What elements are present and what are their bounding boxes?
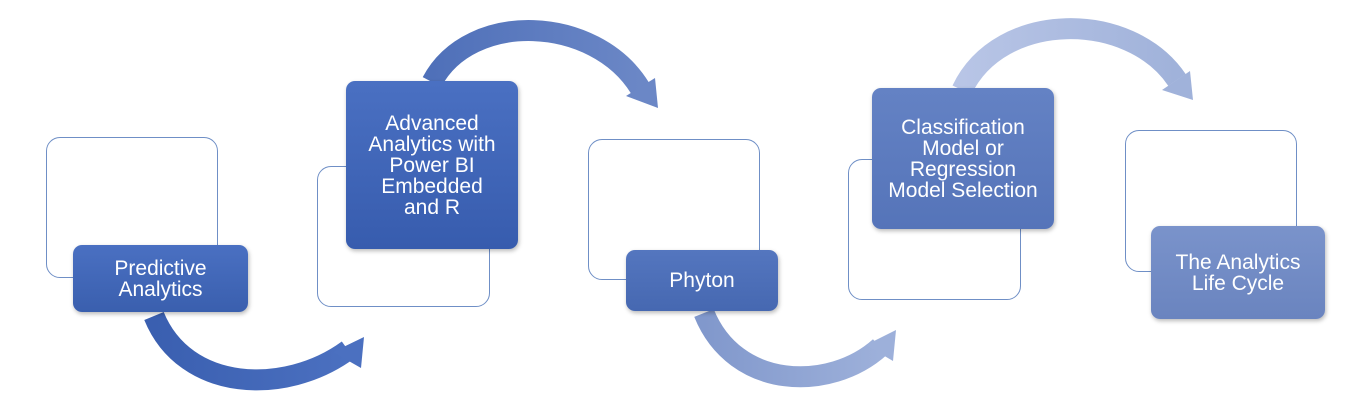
step-advanced-analytics: Advanced Analytics with Power BI Embedde… <box>346 81 518 249</box>
step-label: Predictive Analytics <box>114 256 207 301</box>
step-analytics-life-cycle: The Analytics Life Cycle <box>1151 226 1325 319</box>
step-phyton: Phyton <box>626 250 778 311</box>
arrow-2-icon <box>422 20 658 108</box>
step-label: Classification Model or Regression Model… <box>888 115 1038 202</box>
step-label: The Analytics Life Cycle <box>1175 250 1301 295</box>
step-label: Phyton <box>669 269 735 292</box>
step-predictive-analytics: Predictive Analytics <box>73 245 248 312</box>
step-model-selection: Classification Model or Regression Model… <box>872 88 1054 229</box>
arrow-4-icon <box>952 18 1193 100</box>
arrow-1-icon <box>144 311 364 391</box>
arrow-3-icon <box>694 308 896 388</box>
step-label: Advanced Analytics with Power BI Embedde… <box>368 111 496 219</box>
